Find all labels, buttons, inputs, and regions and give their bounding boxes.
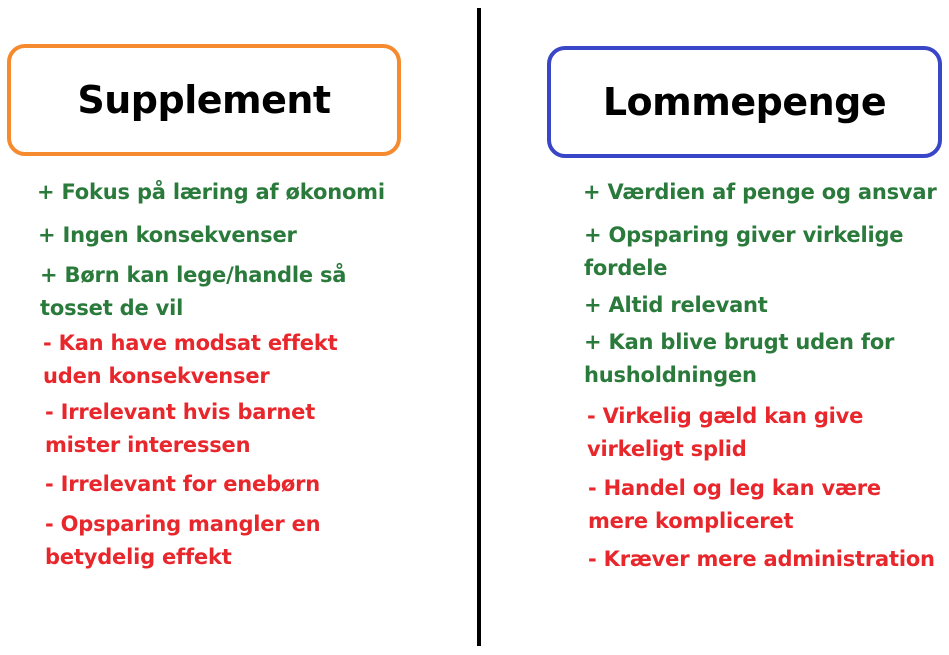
lommepenge-header: Lommepenge	[547, 46, 942, 158]
lommepenge-con-item: - Virkelig gæld kan give virkeligt splid	[587, 404, 864, 461]
supplement-con-item: - Irrelevant hvis barnet mister interess…	[45, 400, 316, 457]
lommepenge-pro-item: + Kan blive brugt uden for husholdningen	[584, 330, 895, 387]
supplement-title: Supplement	[77, 78, 331, 122]
supplement-pro-item: + Ingen konsekvenser	[38, 223, 297, 247]
supplement-header: Supplement	[7, 44, 401, 156]
supplement-con-item: - Opsparing mangler en betydelig effekt	[45, 512, 321, 569]
supplement-con-item: - Kan have modsat effekt uden konsekvens…	[43, 331, 338, 388]
supplement-pro-item: + Fokus på læring af økonomi	[37, 180, 385, 204]
supplement-con-item: - Irrelevant for enebørn	[45, 472, 321, 496]
lommepenge-con-item: - Handel og leg kan være mere komplicere…	[588, 476, 881, 533]
lommepenge-pro-item: + Værdien af penge og ansvar	[583, 180, 937, 204]
lommepenge-pro-item: + Altid relevant	[584, 293, 768, 317]
lommepenge-title: Lommepenge	[602, 80, 887, 124]
center-divider	[477, 8, 481, 646]
supplement-pro-item: + Børn kan lege/handle så tosset de vil	[40, 263, 347, 320]
lommepenge-pro-item: + Opsparing giver virkelige fordele	[584, 223, 904, 280]
lommepenge-con-item: - Kræver mere administration	[588, 547, 935, 571]
